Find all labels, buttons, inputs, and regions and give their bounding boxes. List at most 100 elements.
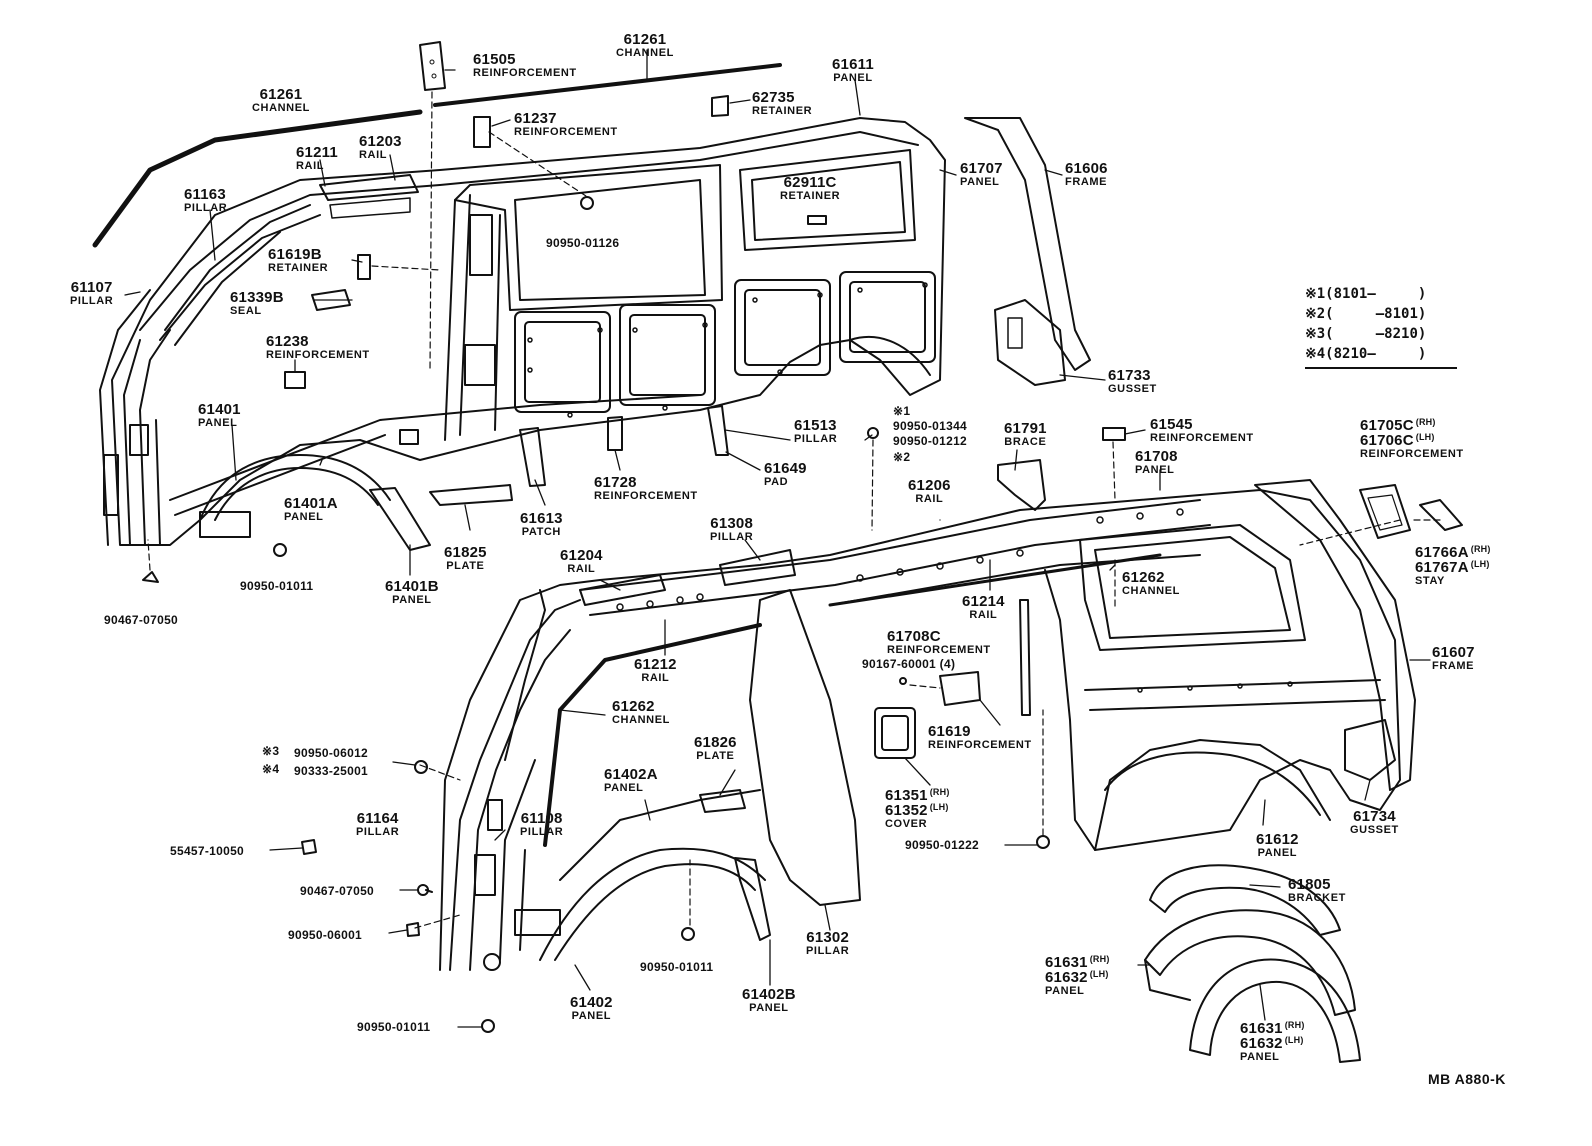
label-61505-reinforcement: 61505 REINFORCEMENT [473, 52, 577, 79]
label-61401a-panel: 61401A PANEL [284, 496, 338, 523]
wheelhouse-assembly [1144, 864, 1361, 1063]
part-90467-07050-upper: 90467-07050 [104, 613, 179, 627]
production-date-legend: ※1(8101— ) ※2( —8101) ※3( —8210) ※4(8210… [1305, 284, 1457, 369]
part-number: 61107 [70, 279, 113, 296]
lower-side-panel-assembly [439, 427, 1463, 971]
part-number: 61402B [742, 986, 796, 1003]
part-number: 61649 [764, 460, 807, 477]
part-number: 61212 [634, 656, 677, 673]
label-61513-pillar: 61513 PILLAR [794, 418, 837, 445]
part-55457-10050: 55457-10050 [170, 844, 245, 858]
part-name: RAIL [915, 493, 944, 505]
part-name: PANEL [960, 176, 1000, 188]
label-61204-rail: 61204 RAIL [560, 548, 603, 575]
part-name: BRACKET [1288, 892, 1346, 904]
part-90950-01212: 90950-01212 [893, 434, 968, 448]
part-number: 61204 [560, 547, 603, 564]
label-61728-reinforcement: 61728 REINFORCEMENT [594, 475, 698, 502]
label-61402a-panel: 61402A PANEL [604, 767, 658, 794]
part-number: 61545 [1150, 416, 1193, 433]
part-number: 61401B [385, 578, 439, 595]
label-61401b-panel: 61401B PANEL [385, 579, 439, 606]
part-number: 61163 [184, 186, 226, 203]
part-name: GUSSET [1350, 824, 1399, 836]
part-number: 61728 [594, 474, 637, 491]
part-number: 61262 [612, 698, 655, 715]
label-61107-pillar: 61107 PILLAR [70, 280, 113, 307]
part-number: 61262 [1122, 569, 1165, 586]
part-name: RETAINER [268, 262, 329, 274]
part-name: PANEL [392, 594, 432, 606]
part-name: PANEL [198, 417, 238, 429]
part-name: BRACE [1004, 436, 1047, 448]
part-number: 61612 [1256, 831, 1299, 848]
part-90950-01222: 90950-01222 [905, 838, 980, 852]
part-number-alt: 61632(LH) [1045, 969, 1109, 986]
part-name: PANEL [1045, 985, 1085, 997]
label-62911c-retainer: 62911C RETAINER [780, 175, 840, 202]
label-61206-rail: 61206 RAIL [908, 478, 951, 505]
mark-3: ※3 [262, 744, 280, 758]
label-61606-frame: 61606 FRAME [1065, 161, 1108, 188]
label-61708-panel: 61708 PANEL [1135, 449, 1178, 476]
label-61707-panel: 61707 PANEL [960, 161, 1003, 188]
label-61262-channel-rear: 61262 CHANNEL [1122, 570, 1180, 597]
part-90467-07050-lower: 90467-07050 [300, 884, 375, 898]
part-90950-01011-middle: 90950-01011 [640, 960, 714, 974]
part-name: RAIL [969, 609, 998, 621]
part-name: PILLAR [710, 531, 754, 543]
part-name: PLATE [696, 750, 735, 762]
part-name: SEAL [230, 305, 262, 317]
part-number-alt: 61767A(LH) [1415, 559, 1490, 576]
part-number: 61733 [1108, 367, 1151, 384]
part-name: REINFORCEMENT [594, 490, 698, 502]
part-name: RAIL [359, 149, 388, 161]
label-61402b-panel: 61402B PANEL [742, 987, 796, 1014]
part-name: FRAME [1432, 660, 1475, 672]
part-number-alt: 61352(LH) [885, 802, 949, 819]
part-name: REINFORCEMENT [266, 349, 370, 361]
part-name: FRAME [1065, 176, 1108, 188]
label-61612-panel: 61612 PANEL [1256, 832, 1299, 859]
legend-row: ※4(8210— ) [1305, 346, 1427, 362]
part-name: PILLAR [520, 826, 564, 838]
label-61339b-seal: 61339B SEAL [230, 290, 284, 317]
label-61619-reinforcement: 61619 REINFORCEMENT [928, 724, 1032, 751]
legend-row: ※2( —8101) [1305, 306, 1427, 322]
part-number: 61619 [928, 723, 971, 740]
part-name: REINFORCEMENT [887, 644, 991, 656]
label-61631-panel-upper: 61631(RH) 61632(LH) PANEL [1045, 955, 1110, 997]
part-name: PATCH [521, 526, 561, 538]
part-name: GUSSET [1108, 383, 1157, 395]
reinforcement-61505 [419, 41, 446, 91]
part-number: 61631(RH) [1045, 954, 1110, 971]
legend-underline [1305, 367, 1457, 369]
label-61734-gusset: 61734 GUSSET [1350, 809, 1399, 836]
part-name: REINFORCEMENT [473, 67, 577, 79]
label-61825-plate: 61825 PLATE [444, 545, 487, 572]
part-number: 61401 [198, 401, 241, 418]
part-name: CHANNEL [1122, 585, 1180, 597]
part-number: 61339B [230, 289, 284, 306]
part-name: STAY [1415, 575, 1445, 587]
part-name: REINFORCEMENT [514, 126, 618, 138]
part-number: 61611 [832, 56, 874, 73]
part-name: CHANNEL [252, 102, 310, 114]
part-name: RAIL [296, 160, 325, 172]
part-name: RETAINER [752, 105, 813, 117]
part-name: PILLAR [806, 945, 850, 957]
channel-61261-top [433, 63, 782, 107]
label-61766a-stay: 61766A(RH) 61767A(LH) STAY [1415, 545, 1491, 587]
label-61805-bracket: 61805 BRACKET [1288, 877, 1346, 904]
part-name: REINFORCEMENT [928, 739, 1032, 751]
part-number: 61211 [296, 144, 338, 161]
label-61619b-retainer: 61619B RETAINER [268, 247, 328, 274]
part-number: 61302 [806, 929, 850, 946]
part-number: 61108 [520, 810, 563, 827]
part-name: REINFORCEMENT [1360, 448, 1464, 460]
part-number: 61708 [1135, 448, 1178, 465]
part-number: 61203 [359, 133, 402, 150]
label-61402-panel: 61402 PANEL [570, 995, 613, 1022]
label-62735-retainer: 62735 RETAINER [752, 90, 812, 117]
